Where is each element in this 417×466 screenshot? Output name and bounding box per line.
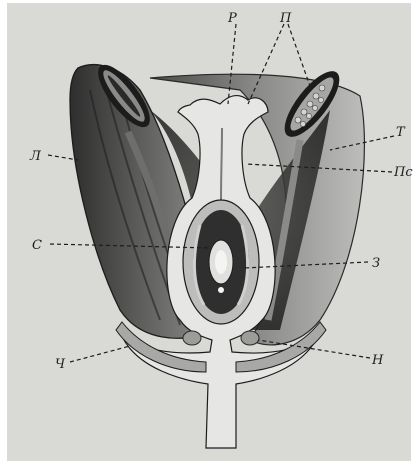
- label-nectary: Н: [371, 353, 384, 368]
- label-tepal: Т: [396, 125, 406, 140]
- label-sepal: Ч: [55, 357, 66, 372]
- style-canal: [221, 128, 222, 200]
- label-stigma: Р: [227, 11, 237, 26]
- ovule-dot: [218, 287, 224, 293]
- label-seed-bud: С: [32, 238, 42, 253]
- ovule-core: [215, 250, 227, 274]
- label-style: Пс: [393, 165, 413, 180]
- label-pollen: П: [279, 11, 292, 26]
- nectary-right: [241, 331, 259, 345]
- label-petal: Л: [29, 149, 42, 164]
- nectary-left: [183, 331, 201, 345]
- label-ovary: З: [372, 256, 380, 271]
